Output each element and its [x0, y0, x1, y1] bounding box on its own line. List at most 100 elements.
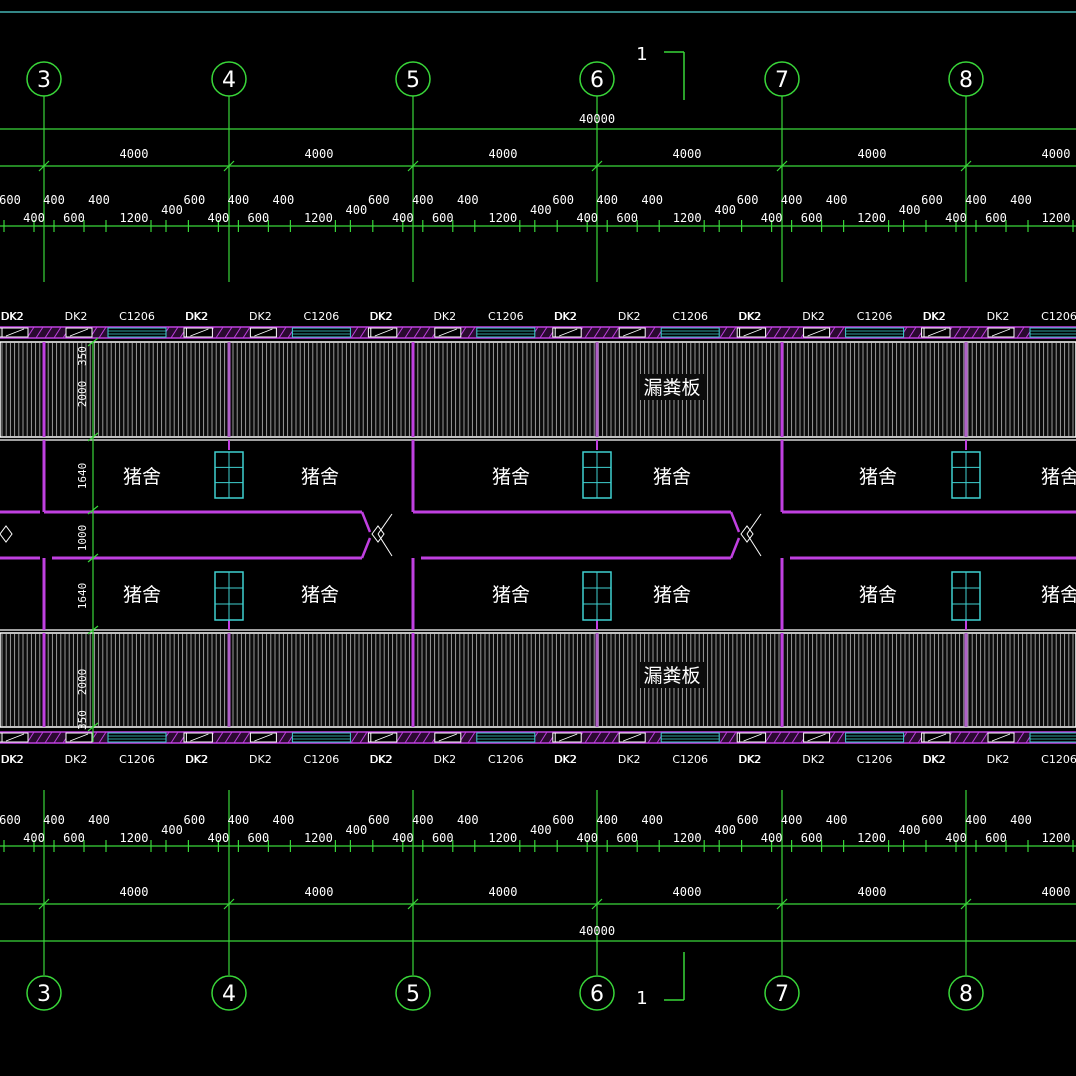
door-label: DK2 [802, 310, 825, 323]
dim-tick [776, 898, 788, 910]
aisle-gate [360, 511, 372, 533]
window-label: C1206 [488, 310, 524, 323]
door-label: DK2 [65, 753, 88, 766]
door-label: DK2 [739, 310, 762, 323]
window-opening [660, 327, 720, 338]
door-label: DK2 [923, 753, 946, 766]
slatted-floor-label-bg [640, 374, 704, 400]
door-label: DK2 [186, 310, 209, 323]
pen-label: 猪舍 [653, 466, 691, 488]
dim-detail-upper: 400 [641, 193, 663, 207]
axis-bubble [26, 975, 62, 1011]
door-swing-mark [438, 328, 457, 337]
vertical-dim-tick [87, 625, 99, 635]
door-swing-mark [374, 733, 393, 742]
dim-detail-gap: 400 [346, 823, 368, 837]
vertical-dim-top-edge: 350 [76, 346, 89, 366]
pen-label: 猪舍 [859, 466, 897, 488]
door-swing-mark [254, 733, 273, 742]
door-label: DK2 [249, 310, 272, 323]
dim-detail-upper: 600 [921, 813, 943, 827]
door-label: DK2 [923, 753, 946, 766]
dim-tick [591, 898, 603, 910]
dim-tick [38, 898, 50, 910]
dim-bay-label: 4000 [120, 147, 149, 161]
door-swing-mark [559, 733, 578, 742]
vertical-dim-pen-lower: 1640 [76, 583, 89, 610]
window-label: C1206 [1041, 753, 1076, 766]
dim-detail-upper: 400 [781, 813, 803, 827]
dim-detail-lower: 1200 [673, 831, 702, 845]
section-mark-label: 1 [636, 988, 647, 1009]
door-label: DK2 [739, 753, 762, 766]
door-swing-mark [5, 328, 25, 337]
dim-detail-lower: 400 [576, 211, 598, 225]
dim-tick [776, 160, 788, 172]
door-label: DK2 [186, 753, 209, 766]
axis-bubble [948, 975, 984, 1011]
dim-detail-lower: 600 [801, 831, 823, 845]
slatted-floor-label: 漏粪板 [643, 377, 700, 399]
aisle-gate [729, 537, 741, 559]
dim-detail-upper: 400 [228, 813, 250, 827]
dim-tick [223, 898, 235, 910]
window-label: C1206 [672, 310, 708, 323]
dim-bay-label: 4000 [489, 147, 518, 161]
window-label: C1206 [304, 310, 340, 323]
dim-detail-upper: 400 [596, 813, 618, 827]
window-label: C1206 [304, 753, 340, 766]
dim-detail-lower: 600 [63, 831, 85, 845]
axis-bubble [395, 975, 431, 1011]
dim-detail-upper: 600 [184, 193, 206, 207]
dim-detail-upper: 600 [184, 813, 206, 827]
door-swing-mark [927, 328, 947, 337]
dim-detail-upper: 400 [1010, 813, 1032, 827]
door-swing-mark [743, 733, 762, 742]
dim-detail-lower: 1200 [120, 831, 149, 845]
door-label: DK2 [923, 310, 946, 323]
window-opening [1029, 327, 1076, 338]
pen-label: 猪舍 [653, 584, 691, 606]
dim-detail-upper: 400 [88, 193, 110, 207]
dim-detail-upper: 400 [457, 813, 479, 827]
dim-detail-upper: 400 [826, 193, 848, 207]
dim-detail-lower: 600 [248, 211, 270, 225]
window-opening [845, 327, 905, 338]
dim-detail-upper: 600 [737, 813, 759, 827]
dim-detail-upper: 400 [412, 813, 434, 827]
dim-detail-lower: 1200 [304, 211, 333, 225]
slatted-floor-label-bg [640, 662, 704, 688]
dim-bay-label: 4000 [1042, 885, 1071, 899]
dim-detail-lower: 600 [985, 211, 1007, 225]
vertical-dim-tick [87, 722, 99, 732]
pen-label: 猪舍 [301, 466, 339, 488]
axis-label: 5 [406, 982, 420, 1007]
dim-tick [407, 160, 419, 172]
vertical-dim-tick [87, 505, 99, 515]
dim-detail-lower: 400 [208, 831, 230, 845]
door-label: DK2 [249, 753, 272, 766]
dim-detail-upper: 400 [457, 193, 479, 207]
dim-detail-upper: 600 [368, 193, 390, 207]
axis-label: 8 [959, 68, 973, 93]
door-label: DK2 [65, 310, 88, 323]
dim-detail-upper: 400 [965, 193, 987, 207]
door-label: DK2 [802, 753, 825, 766]
door-swing-mark [623, 733, 642, 742]
door-label: DK2 [370, 753, 393, 766]
dim-detail-lower: 400 [761, 831, 783, 845]
dim-detail-upper: 400 [228, 193, 250, 207]
dim-detail-upper: 600 [552, 813, 574, 827]
door-swing-mark [374, 328, 393, 337]
pen-label: 猪舍 [492, 466, 530, 488]
dim-detail-gap: 400 [714, 823, 736, 837]
vertical-dim-pen-upper: 1640 [76, 463, 89, 490]
slatted-floor-label: 漏粪板 [643, 665, 700, 687]
dim-detail-gap: 400 [899, 203, 921, 217]
door-label: DK2 [738, 753, 761, 766]
vertical-dim-aisle: 1000 [76, 525, 89, 552]
door-swing-mark [807, 733, 826, 742]
dim-detail-upper: 400 [781, 193, 803, 207]
dim-detail-lower: 400 [945, 211, 967, 225]
door-label: DK2 [1, 753, 24, 766]
